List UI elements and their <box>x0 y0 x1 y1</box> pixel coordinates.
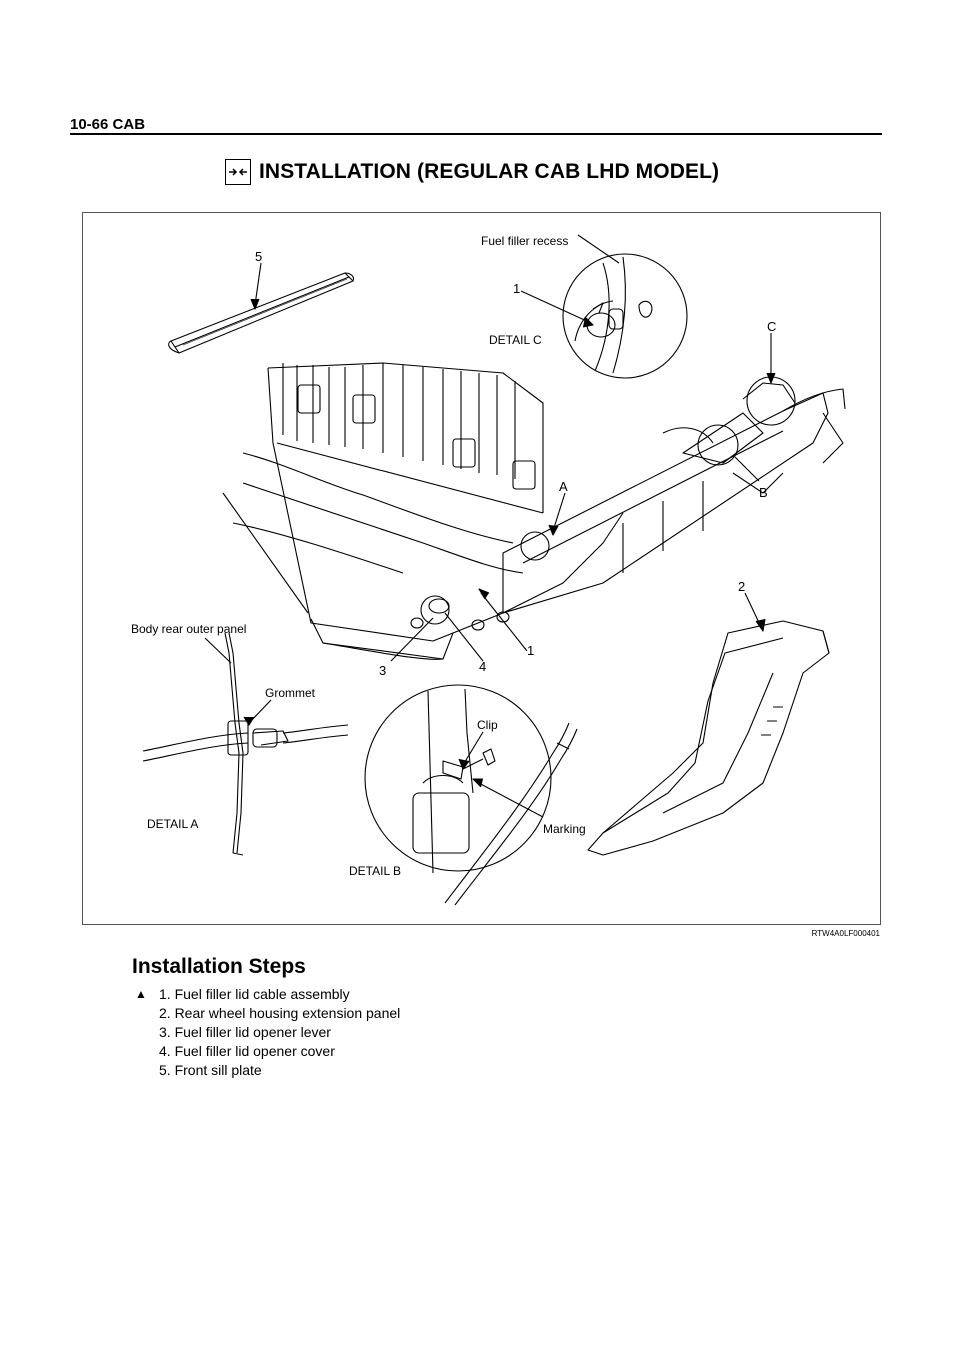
steps-list: ▲ 1. Fuel filler lid cable assembly 2. R… <box>135 985 400 1080</box>
header-rule <box>70 133 882 135</box>
list-item: ▲ 1. Fuel filler lid cable assembly <box>135 985 400 1004</box>
detail-c-circle <box>562 253 688 379</box>
callout-4: 4 <box>479 659 486 674</box>
detail-a-marker <box>520 531 550 561</box>
callout-detail-c: DETAIL C <box>489 333 542 347</box>
callout-c: C <box>767 319 776 334</box>
detail-a-drawing <box>142 632 349 856</box>
installation-diagram: Fuel filler recess 5 1 DETAIL C C A B 2 … <box>82 212 881 925</box>
figure-code: RTW4A0LF000401 <box>811 929 880 938</box>
step-text: 4. Fuel filler lid opener cover <box>159 1043 335 1059</box>
callout-b: B <box>759 485 768 500</box>
front-sill-plate-drawing <box>168 272 355 354</box>
steps-title: Installation Steps <box>132 955 306 978</box>
list-item: 3. Fuel filler lid opener lever <box>135 1023 400 1042</box>
callout-detail-b: DETAIL B <box>349 864 401 878</box>
callout-1-detail-c: 1 <box>513 281 520 296</box>
step-text: 1. Fuel filler lid cable assembly <box>159 986 350 1002</box>
side-sill-drawing <box>502 382 846 614</box>
callout-body-rear-outer-panel: Body rear outer panel <box>131 622 246 636</box>
section-title-text: INSTALLATION (REGULAR CAB LHD MODEL) <box>259 160 720 183</box>
detail-b-drawing <box>364 684 578 906</box>
callout-grommet: Grommet <box>265 686 316 700</box>
section-title: INSTALLATION (REGULAR CAB LHD MODEL) <box>225 158 719 186</box>
callout-detail-a: DETAIL A <box>147 817 198 831</box>
callout-2: 2 <box>738 579 745 594</box>
callout-a: A <box>559 479 568 494</box>
rear-wheel-housing-extension-drawing <box>587 620 830 856</box>
step-text: 5. Front sill plate <box>159 1062 262 1078</box>
callout-fuel-filler-recess: Fuel filler recess <box>481 234 568 248</box>
list-item: 2. Rear wheel housing extension panel <box>135 1004 400 1023</box>
list-item: 4. Fuel filler lid opener cover <box>135 1042 400 1061</box>
callout-1-main: 1 <box>527 643 534 658</box>
callout-marking: Marking <box>543 822 586 836</box>
install-arrows-icon <box>225 159 251 185</box>
detail-b-marker <box>697 424 739 466</box>
step-text: 2. Rear wheel housing extension panel <box>159 1005 401 1021</box>
triangle-mark-icon: ▲ <box>135 987 147 1001</box>
callout-3: 3 <box>379 663 386 678</box>
callout-clip: Clip <box>477 718 498 732</box>
callout-5: 5 <box>255 249 262 264</box>
lever-marker <box>420 595 450 625</box>
floor-panel-drawing <box>222 362 624 660</box>
page-header: 10-66 CAB <box>70 116 146 133</box>
step-text: 3. Fuel filler lid opener lever <box>159 1024 331 1040</box>
list-item: 5. Front sill plate <box>135 1061 400 1080</box>
